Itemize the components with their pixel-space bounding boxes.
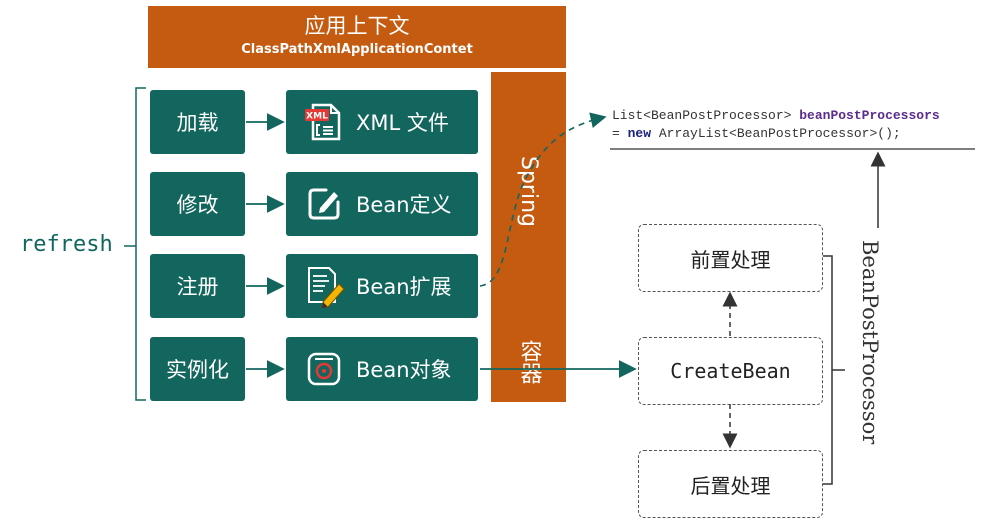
target-extension-label: Bean扩展 [356,275,452,299]
processor-bracket [823,255,833,485]
target-object-label: Bean对象 [356,358,452,382]
target-bean-extension: Bean扩展 [286,254,478,318]
header-subtitle: ClassPathXmlApplicationContet [241,42,473,57]
bean-object-icon [302,347,346,391]
application-context-header: 应用上下文 ClassPathXmlApplicationContet [148,6,566,68]
target-bean-object: Bean对象 [286,337,478,401]
code-assign: = [612,126,620,141]
code-field-name: beanPostProcessors [799,108,940,123]
code-constructor: ArrayList<BeanPostProcessor>(); [658,126,901,141]
code-type-decl: List<BeanPostProcessor> [612,108,792,123]
step-modify-box: 修改 [150,172,245,236]
document-pen-icon [302,264,346,308]
bean-post-processor-label: BeanPostProcessor [858,240,882,445]
post-processing-box: 后置处理 [638,450,823,518]
spring-label: Spring [516,156,541,227]
xml-badge-text: XML [306,112,328,122]
spring-container: Spring 容器 [491,72,566,402]
xml-file-icon: XML [302,100,346,144]
code-snippet: List<BeanPostProcessor> beanPostProcesso… [612,107,940,143]
edit-icon [302,182,346,226]
refresh-bracket [135,87,146,401]
target-xml-file: XML XML 文件 [286,90,478,154]
target-xml-label: XML 文件 [356,111,449,135]
header-title: 应用上下文 [304,14,410,38]
code-line-1: List<BeanPostProcessor> beanPostProcesso… [612,107,940,125]
code-keyword-new: new [627,126,652,141]
step-instantiate-box: 实例化 [150,337,245,401]
pre-processing-box: 前置处理 [638,224,823,292]
target-definition-label: Bean定义 [356,193,452,217]
step-load-box: 加载 [150,90,245,154]
refresh-label: refresh [20,232,113,257]
container-label: 容器 [516,340,542,384]
extension-to-code-curve [479,112,607,287]
code-line-2: = new ArrayList<BeanPostProcessor>(); [612,125,940,143]
target-bean-definition: Bean定义 [286,172,478,236]
step-register-box: 注册 [150,254,245,318]
